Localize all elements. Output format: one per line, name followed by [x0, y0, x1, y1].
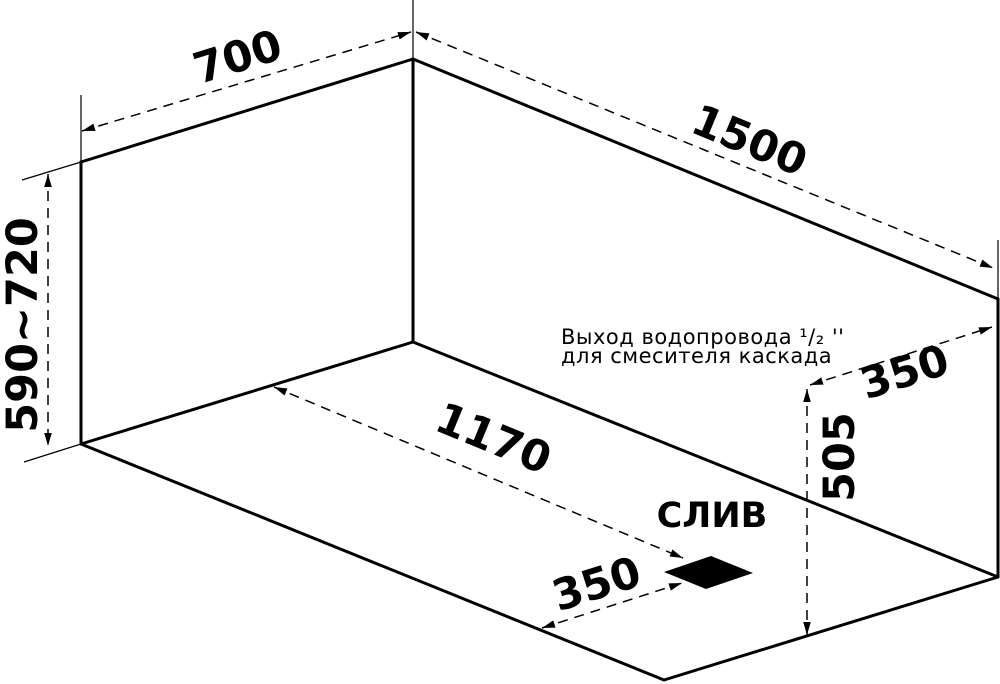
outlet-note-line1: Выход водопровода ¹/₂ ''	[561, 325, 844, 349]
dim-line-top-length-1500	[415, 31, 994, 269]
dim-label-wall-height: 590~720	[0, 217, 48, 433]
edge-floor-back-right	[411, 340, 1000, 579]
dim-line-top-width-700	[81, 31, 412, 132]
extension-left-top-diagonal	[21, 161, 82, 181]
extension-left-bottom-diagonal	[23, 443, 82, 463]
edge-floor-front-right	[662, 575, 1000, 682]
outlet-note-line2: для смесителя каскада	[561, 344, 832, 368]
edge-floor-front-left	[79, 442, 666, 682]
drain-marker	[664, 556, 753, 589]
dim-label-outlet-height: 505	[815, 412, 865, 502]
drain-label: СЛИВ	[657, 496, 768, 536]
dim-line-drain-offset-350	[541, 582, 683, 629]
dim-line-floor-diagonal-1170	[273, 386, 684, 559]
edge-floor-back-left	[79, 340, 415, 446]
dim-line-outlet-offset-350	[809, 326, 993, 386]
